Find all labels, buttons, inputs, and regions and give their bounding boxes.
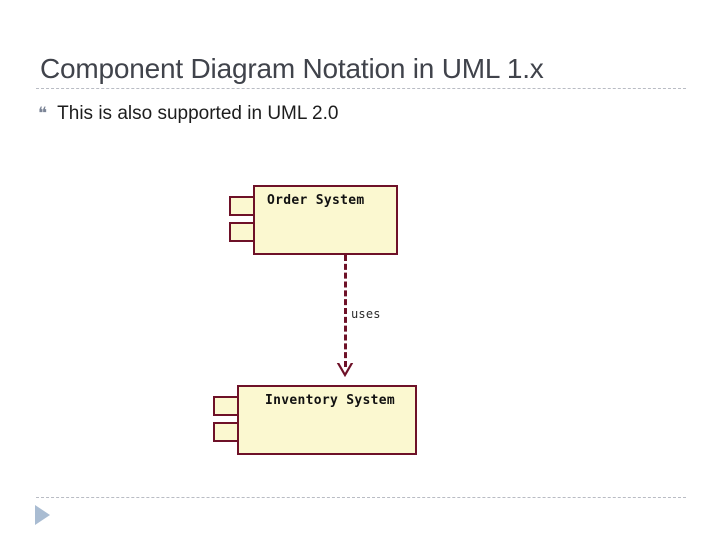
dependency-arrowhead-icon <box>336 363 354 377</box>
component-inventory-system-label: Inventory System <box>265 393 396 408</box>
bullet-list-item: ❝ This is also supported in UML 2.0 <box>38 102 338 126</box>
page-title: Component Diagram Notation in UML 1.x <box>40 53 544 84</box>
inventory-system-stub-top <box>213 396 261 416</box>
component-order-system-label: Order System <box>267 193 365 208</box>
component-order-system: Order System <box>253 185 398 255</box>
next-slide-triangle-icon[interactable] <box>35 505 50 525</box>
bullet-item-label: This is also supported in UML 2.0 <box>57 103 339 124</box>
inventory-system-stub-bottom <box>213 422 261 442</box>
order-system-stub-top <box>229 196 277 216</box>
bullet-marker-icon: ❝ <box>38 104 48 123</box>
dependency-label-uses: uses <box>351 307 381 321</box>
dependency-line-uses <box>344 255 347 367</box>
component-inventory-system: Inventory System <box>237 385 417 455</box>
title-divider <box>36 88 686 89</box>
order-system-stub-bottom <box>229 222 277 242</box>
footer-divider <box>36 497 686 498</box>
